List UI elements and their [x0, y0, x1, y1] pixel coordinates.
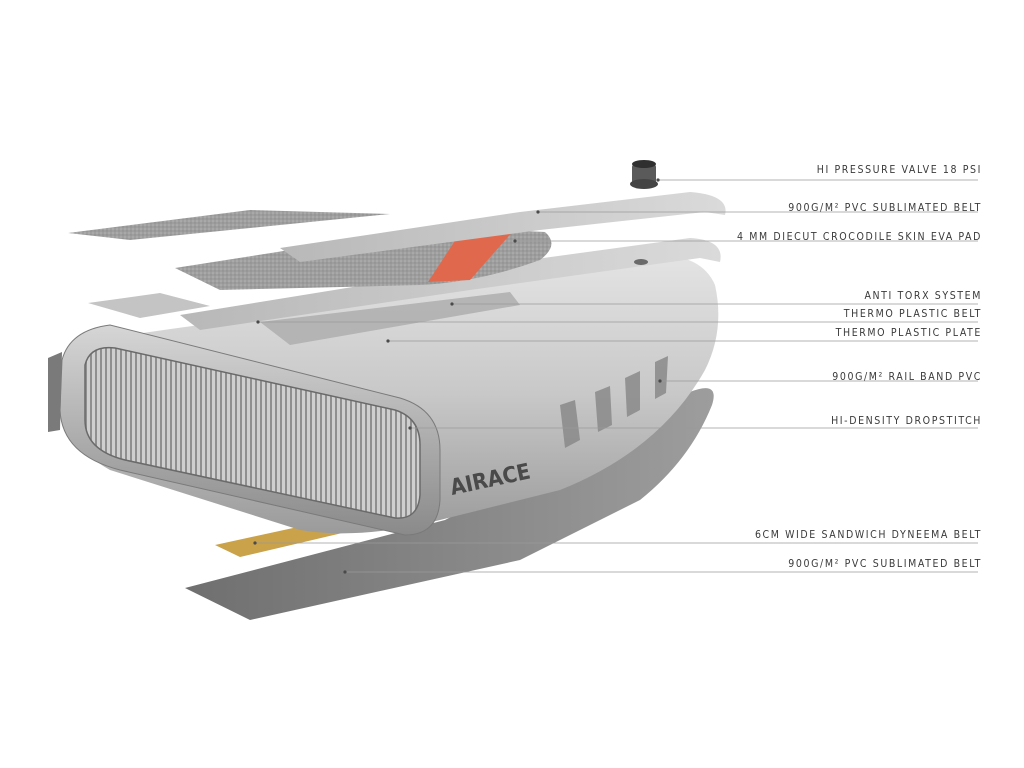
- label-thermo-belt: THERMO PLASTIC BELT: [843, 308, 982, 320]
- valve-hole: [634, 259, 648, 265]
- label-thermo-plate: THERMO PLASTIC PLATE: [835, 327, 982, 339]
- valve-icon: [630, 160, 658, 189]
- label-top-belt: 900G/M² PVC SUBLIMATED BELT: [788, 202, 982, 214]
- label-rail-band: 900G/M² RAIL BAND PVC: [832, 371, 982, 383]
- label-dyneema: 6CM WIDE SANDWICH DYNEEMA BELT: [754, 529, 982, 541]
- eva-pad-front: [68, 210, 390, 240]
- label-anti-torx: ANTI TORX SYSTEM: [864, 290, 982, 302]
- eva-pad-orange-accent: [428, 229, 515, 282]
- top-pvc-belt: [280, 192, 726, 262]
- label-eva-pad: 4 MM DIECUT CROCODILE SKIN EVA PAD: [737, 231, 982, 243]
- thermo-plastic-belt: [180, 238, 721, 330]
- label-valve: HI PRESSURE VALVE 18 PSI: [816, 164, 982, 176]
- leader-dots: [253, 178, 662, 574]
- label-bottom-belt: 900G/M² PVC SUBLIMATED BELT: [788, 558, 982, 570]
- nose-cap: [48, 352, 62, 432]
- rail-band-stripes: [560, 356, 668, 448]
- bottom-pvc-belt: [185, 388, 714, 620]
- dropstitch-core: [84, 346, 421, 519]
- leader-lines: [255, 179, 978, 573]
- thermo-plastic-plate: [260, 292, 520, 345]
- anti-torx-sheet: [88, 293, 210, 318]
- label-dropstitch: HI-DENSITY DROPSTITCH: [831, 415, 982, 427]
